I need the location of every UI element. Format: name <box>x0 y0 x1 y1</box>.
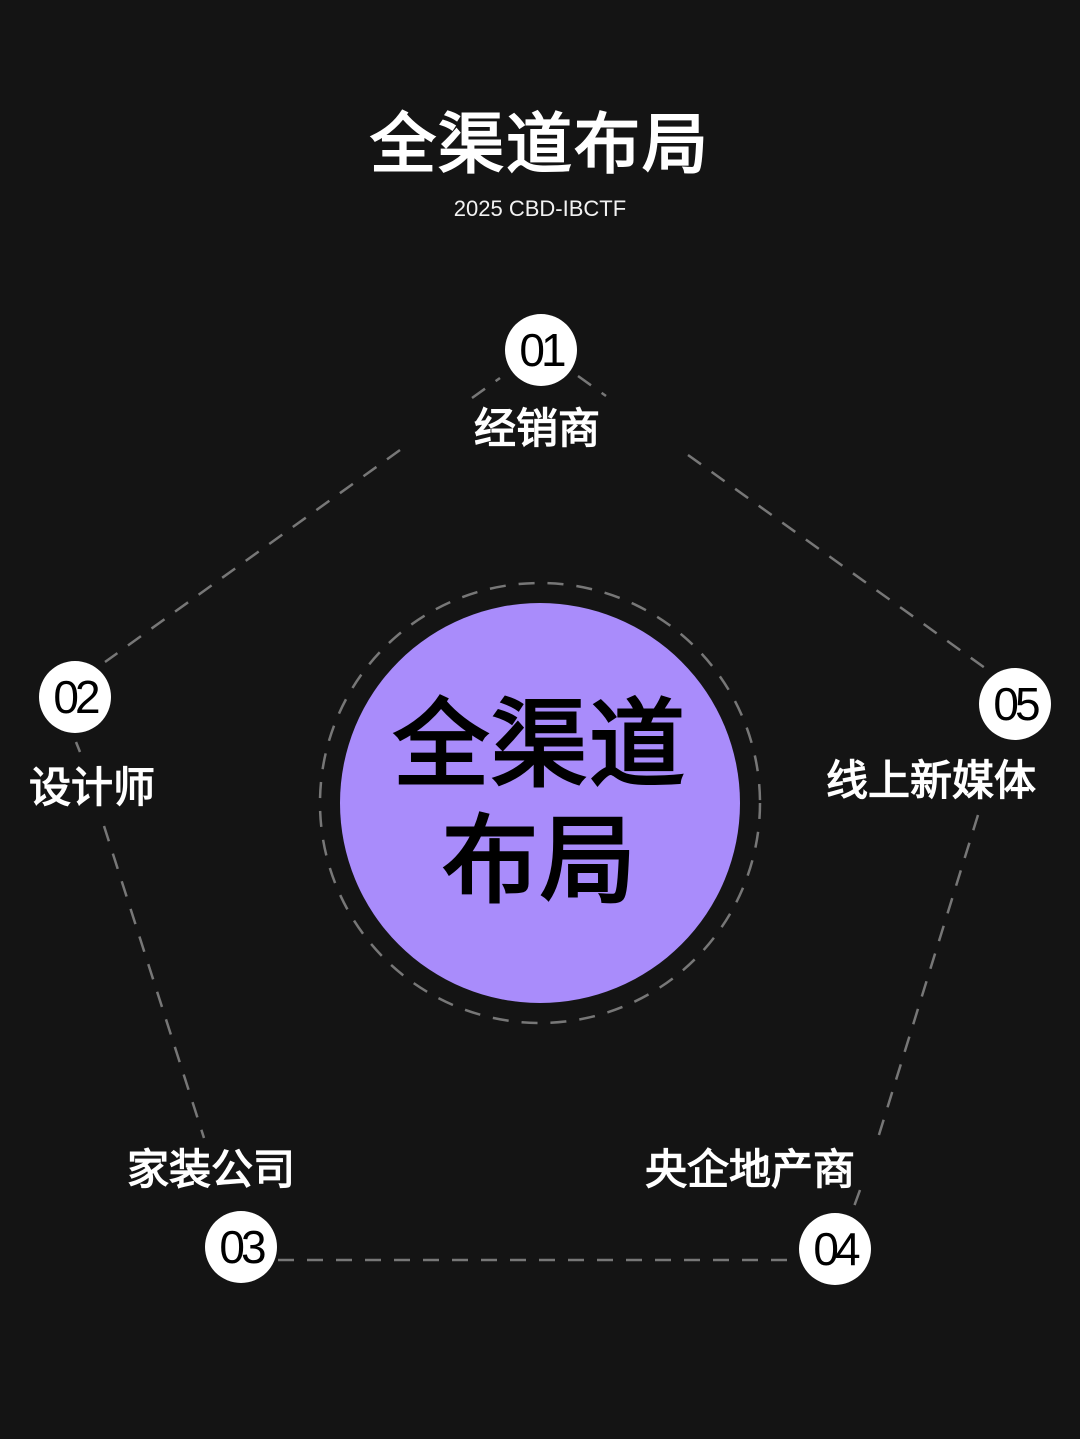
page-title: 全渠道布局 <box>370 106 710 183</box>
connector-01-accent-left <box>471 376 501 400</box>
node-04-label: 央企地产商 <box>645 1145 856 1194</box>
node-05-badge: 05 <box>979 668 1051 740</box>
page-subtitle: 2025 CBD-IBCTF <box>453 196 627 221</box>
center-label: 全渠道布局 <box>393 689 687 917</box>
connector-01-02 <box>104 448 401 664</box>
connector-02-03 <box>102 825 206 1139</box>
connector-04-accent <box>850 1189 862 1213</box>
node-03-badge: 03 <box>205 1211 277 1283</box>
center-circle: 全渠道布局 <box>340 603 740 1003</box>
center-ring <box>318 581 762 1025</box>
connector-04-05 <box>876 814 980 1139</box>
connector-01-05 <box>687 453 986 670</box>
node-05-label: 线上新媒体 <box>826 756 1037 805</box>
node-02-badge: 02 <box>39 661 111 733</box>
node-04-badge: 04 <box>799 1213 871 1285</box>
node-03-label: 家装公司 <box>127 1145 296 1194</box>
node-01-label: 经销商 <box>474 404 601 453</box>
connector-01-accent-right <box>577 374 607 398</box>
connector-02-accent <box>74 741 82 753</box>
node-01-badge: 01 <box>505 314 577 386</box>
node-02-label: 设计师 <box>29 763 156 812</box>
